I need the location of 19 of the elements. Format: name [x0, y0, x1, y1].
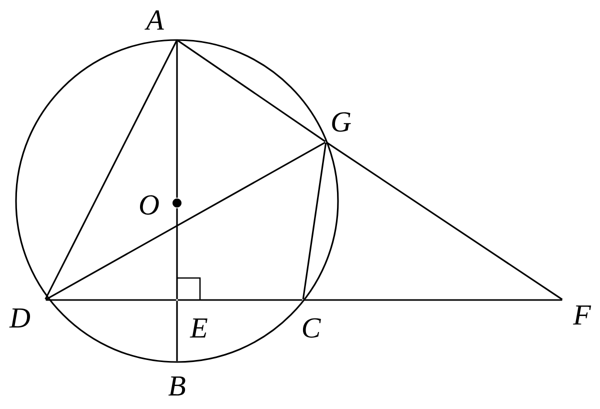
line-segment	[304, 299, 562, 301]
line-segment	[44, 40, 178, 300]
line-segment	[302, 142, 327, 300]
line-segment	[46, 299, 176, 301]
point-label: C	[302, 318, 321, 338]
point-label: B	[168, 376, 186, 396]
point-label: D	[9, 308, 30, 328]
point-label: E	[190, 318, 208, 338]
point-label: G	[332, 112, 351, 132]
point-label: F	[572, 306, 592, 324]
line-segment	[177, 40, 326, 142]
point-label: O	[140, 195, 182, 215]
point-label: A	[144, 10, 164, 30]
line-segment	[326, 142, 563, 300]
line-segment	[176, 208, 178, 300]
line-segment	[176, 40, 178, 198]
line-segment	[176, 300, 178, 362]
line-segment	[178, 299, 302, 301]
line-segment	[45, 142, 326, 300]
